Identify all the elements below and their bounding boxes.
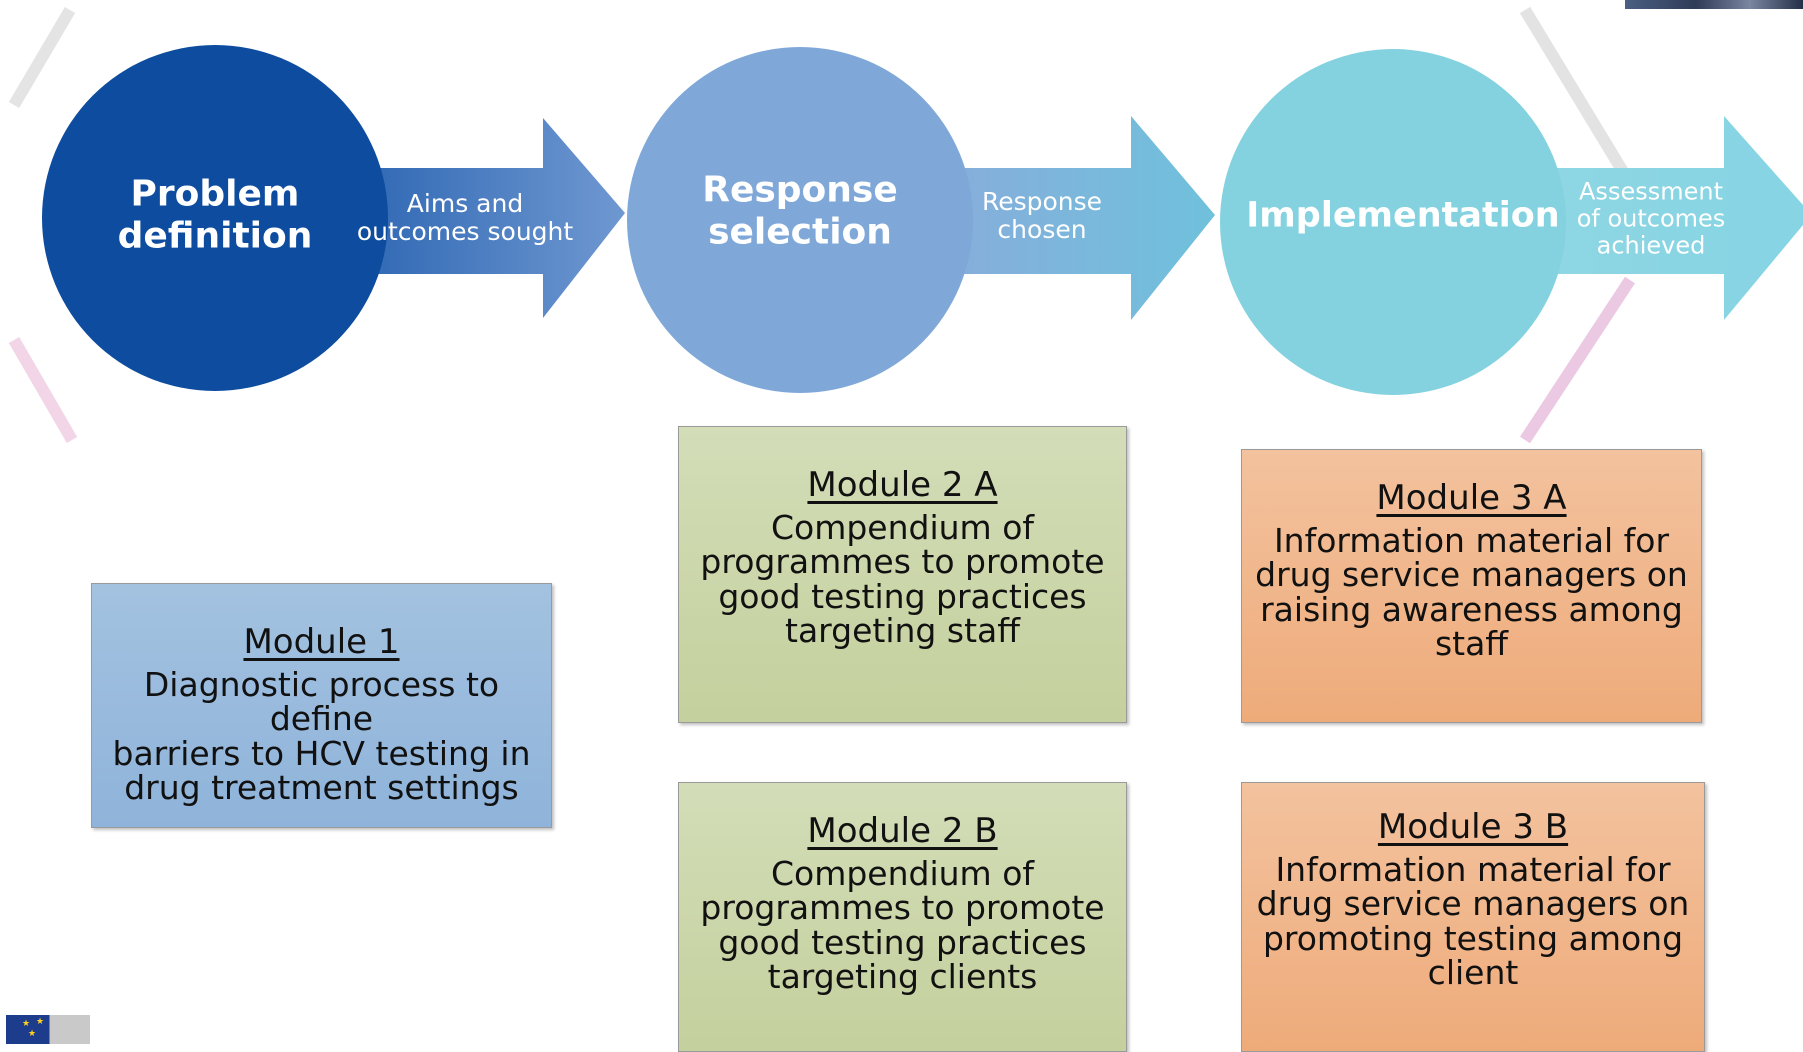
hexagon-edge-left-top bbox=[8, 6, 76, 109]
arrow-label-assessment: Assessment of outcomes achieved bbox=[1576, 177, 1726, 260]
module-3a-box: Module 3 A Information material for drug… bbox=[1241, 449, 1702, 723]
stage-label-line: Implementation bbox=[1246, 195, 1560, 236]
module-title: Module 3 B bbox=[1377, 807, 1569, 847]
module-desc-line: targeting clients bbox=[767, 956, 1038, 996]
module-title: Module 1 bbox=[243, 622, 400, 662]
arrow-label-line: outcomes sought bbox=[356, 217, 574, 246]
module-desc-line: barriers to HCV testing in bbox=[112, 733, 531, 773]
arrow-label-line: of outcomes bbox=[1576, 204, 1726, 233]
arrow-aims bbox=[355, 118, 625, 318]
arrow-label-line: achieved bbox=[1596, 231, 1706, 260]
module-desc-line: promoting testing among bbox=[1262, 918, 1684, 958]
module-desc-line: Compendium of bbox=[770, 508, 1035, 547]
stage-label-line: selection bbox=[708, 212, 892, 253]
arrow-chosen bbox=[955, 116, 1215, 320]
module-desc-line: client bbox=[1427, 952, 1519, 992]
module-desc-line: Diagnostic process to define bbox=[143, 665, 500, 739]
policy-cycle-diagram bbox=[8, 6, 1803, 444]
arrow-label-line: Aims and bbox=[406, 189, 524, 218]
module-desc-line: good testing practices bbox=[718, 576, 1087, 616]
module-title: Module 2 A bbox=[807, 465, 998, 505]
arrow-label-line: Response bbox=[981, 187, 1103, 216]
arrow-label-chosen: Response chosen bbox=[982, 188, 1102, 244]
arrow-label-line: chosen bbox=[997, 215, 1087, 244]
stage-label-line: Response bbox=[702, 169, 898, 211]
stage-label-line: definition bbox=[117, 216, 313, 257]
eu-flag-logo: ★★★ bbox=[6, 1015, 90, 1044]
module-1-box: Module 1 Diagnostic process to define ba… bbox=[91, 583, 552, 828]
module-title: Module 3 A bbox=[1376, 478, 1567, 518]
module-title: Module 2 B bbox=[807, 811, 998, 851]
stage-label-line: Problem bbox=[130, 173, 300, 215]
module-desc-line: Compendium of bbox=[770, 854, 1035, 893]
hexagon-edge-right-top bbox=[1519, 6, 1631, 179]
module-desc-line: targeting staff bbox=[785, 610, 1020, 650]
arrow-label-aims: Aims and outcomes sought bbox=[357, 190, 573, 246]
module-desc-line: Information material for bbox=[1275, 850, 1671, 889]
stage-label-implementation: Implementation bbox=[1246, 195, 1559, 236]
module-desc-line: staff bbox=[1434, 623, 1509, 663]
module-2b-box: Module 2 B Compendium of programmes to p… bbox=[678, 782, 1127, 1052]
module-desc-line: drug service managers on bbox=[1256, 884, 1690, 924]
hexagon-edge-left-bottom bbox=[8, 336, 78, 444]
corner-photo-strip bbox=[1625, 0, 1803, 9]
arrow-assessment bbox=[1550, 116, 1803, 320]
module-2a-box: Module 2 A Compendium of programmes to p… bbox=[678, 426, 1127, 723]
module-desc-line: Information material for bbox=[1273, 521, 1670, 560]
hexagon-edge-right-bottom bbox=[1519, 276, 1636, 444]
stage-label-problem: Problem definition bbox=[118, 174, 313, 259]
module-desc-line: programmes to promote bbox=[700, 888, 1105, 928]
stage-circle-response bbox=[627, 47, 973, 393]
stage-label-response: Response selection bbox=[702, 170, 898, 255]
stage-circle-implementation bbox=[1220, 49, 1566, 395]
module-desc-line: drug treatment settings bbox=[124, 767, 519, 807]
stage-circle-problem bbox=[42, 45, 388, 391]
arrow-label-line: Assessment bbox=[1579, 177, 1723, 206]
module-desc-line: programmes to promote bbox=[700, 542, 1105, 582]
module-3b-box: Module 3 B Information material for drug… bbox=[1241, 782, 1705, 1052]
module-desc-line: drug service managers on bbox=[1255, 555, 1688, 595]
module-desc-line: good testing practices bbox=[718, 922, 1087, 962]
module-desc-line: raising awareness among bbox=[1260, 589, 1683, 629]
